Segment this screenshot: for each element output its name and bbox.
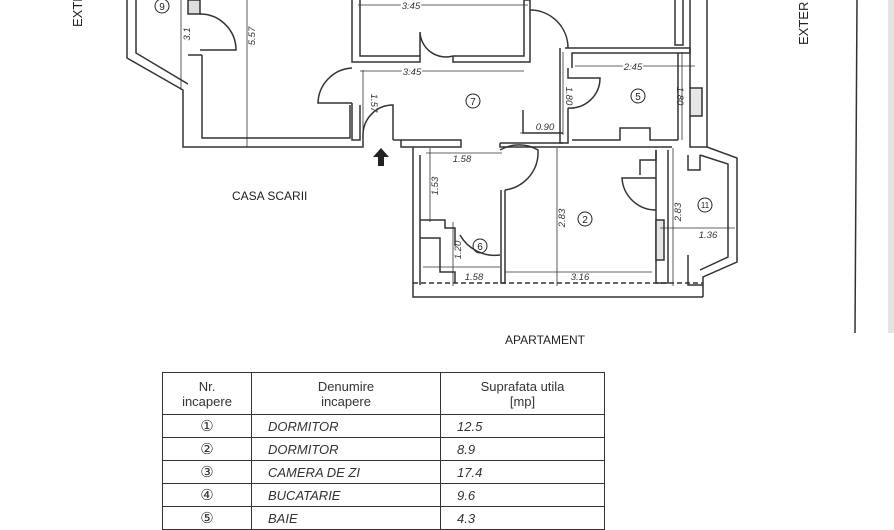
walls bbox=[126, 0, 858, 334]
room-area: 9.6 bbox=[440, 483, 605, 507]
room-area-table: Nr. incapere Denumire incapere Suprafata… bbox=[162, 372, 605, 530]
room-marker: 11 bbox=[701, 201, 710, 210]
room-name: DORMITOR bbox=[251, 414, 441, 438]
dim-label: 1.80 bbox=[563, 87, 574, 106]
dim-label: 2.83 bbox=[557, 208, 568, 228]
dim-label: 1.57 bbox=[368, 94, 379, 113]
dim-label: 0.90 bbox=[536, 122, 555, 133]
room-number: ② bbox=[162, 437, 252, 461]
dim-label: 3.45 bbox=[402, 1, 421, 12]
room-marker: 6 bbox=[477, 242, 483, 253]
room-name: DORMITOR bbox=[251, 437, 441, 461]
dim-label: 1.58 bbox=[465, 272, 484, 283]
room-name: BAIE bbox=[251, 506, 441, 530]
dim-label: 1.80 bbox=[674, 87, 685, 106]
exterior-label-right: EXTER bbox=[796, 1, 811, 45]
dim-label: 3.1 bbox=[182, 27, 193, 40]
room-number: ④ bbox=[162, 483, 252, 507]
room-marker: 2 bbox=[582, 215, 588, 226]
dim-label: 1.58 bbox=[453, 154, 472, 165]
dim-label: 1.36 bbox=[699, 230, 718, 241]
room-area: 4.3 bbox=[440, 506, 605, 530]
dim-label: 3.45 bbox=[403, 67, 422, 78]
entrance-arrow-icon bbox=[373, 148, 389, 166]
room-number: ③ bbox=[162, 460, 252, 484]
room-marker: 9 bbox=[159, 2, 165, 13]
room-marker: 5 bbox=[635, 92, 641, 103]
header-usable-area: Suprafata utila [mp] bbox=[440, 372, 605, 415]
header-room-name: Denumire incapere bbox=[251, 372, 441, 415]
room-name: BUCATARIE bbox=[251, 483, 441, 507]
stairwell-label: CASA SCARII bbox=[232, 189, 308, 203]
room-markers: 9 7 5 6 2 11 bbox=[154, 0, 713, 254]
room-marker: 7 bbox=[470, 97, 476, 108]
dimension-lines bbox=[180, 0, 735, 286]
dim-label: 2.45 bbox=[623, 62, 643, 73]
room-area: 12.5 bbox=[440, 414, 605, 438]
dimension-labels: 3.45 3.45 1.57 1.80 2.45 1.80 0.90 1.58 … bbox=[182, 0, 718, 283]
dim-label: 2.83 bbox=[673, 202, 684, 222]
room-name: CAMERA DE ZI bbox=[251, 460, 441, 484]
dim-label: 1.53 bbox=[430, 176, 441, 195]
room-area: 17.4 bbox=[440, 460, 605, 484]
room-number: ⑤ bbox=[162, 506, 252, 530]
apartment-label: APARTAMENT bbox=[505, 333, 586, 347]
dim-label: 3.16 bbox=[571, 272, 590, 283]
room-number: ① bbox=[162, 414, 252, 438]
header-room-number: Nr. incapere bbox=[162, 372, 252, 415]
exterior-label-left: EXTE bbox=[70, 0, 85, 27]
table-header-row: Nr. incapere Denumire incapere Suprafata… bbox=[162, 372, 605, 415]
room-area: 8.9 bbox=[440, 437, 605, 461]
dim-label: 1.20 bbox=[453, 240, 464, 259]
dim-label: 5.57 bbox=[247, 26, 258, 45]
page-edge-shadow bbox=[888, 0, 894, 333]
